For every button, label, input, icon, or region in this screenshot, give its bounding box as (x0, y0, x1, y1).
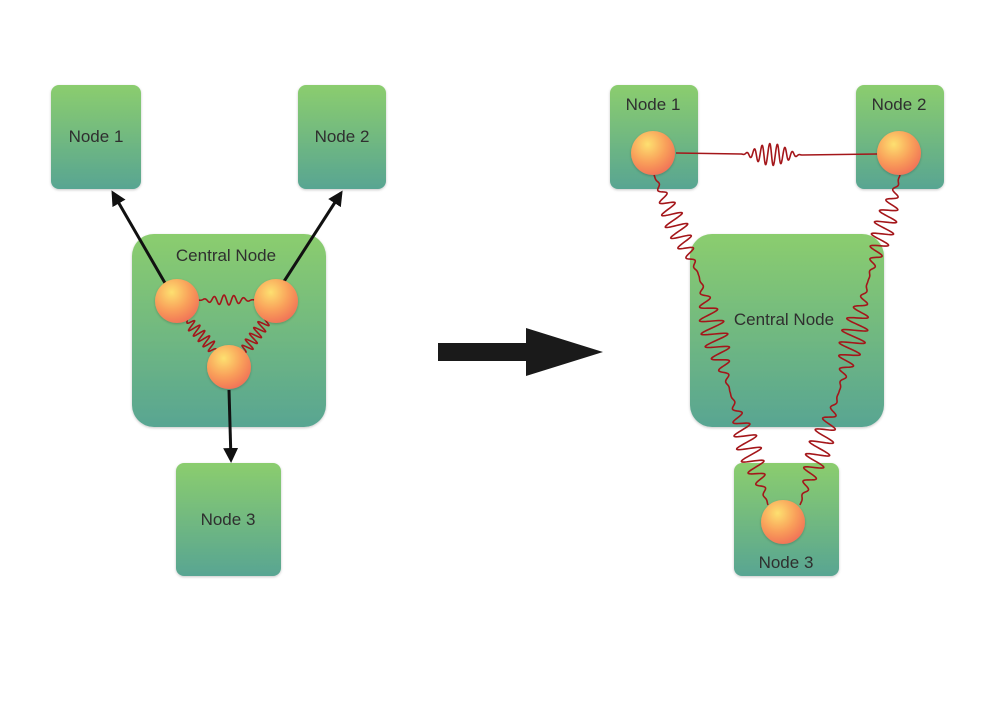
right-wave-right-2 (837, 280, 870, 393)
right-diagram: Node 1 Node 2 Central Node Node 3 (610, 85, 944, 576)
right-wave-left-2 (698, 275, 731, 393)
left-wave-right-down (241, 317, 270, 354)
left-sphere-a (155, 279, 199, 323)
right-wave-right-1 (867, 174, 901, 282)
right-wave-top (740, 142, 803, 167)
right-central-box (690, 234, 884, 427)
right-link-left-segment (675, 152, 742, 155)
right-link-right-segment (801, 153, 878, 156)
left-central-label: Central Node (176, 246, 276, 265)
left-diagram: Node 1 Node 2 Central Node Node 3 (51, 85, 386, 576)
left-node3-box (176, 463, 281, 576)
left-node2-label: Node 2 (315, 127, 370, 146)
right-node2-label: Node 2 (872, 95, 927, 114)
left-node3-label: Node 3 (201, 510, 256, 529)
left-node2-box (298, 85, 386, 189)
left-sphere-b (254, 279, 298, 323)
right-node1-label: Node 1 (626, 95, 681, 114)
left-arrow-to-node2 (281, 190, 343, 284)
left-wave-top (196, 294, 257, 306)
right-wave-left-3 (729, 391, 769, 506)
left-arrow-to-node3 (223, 389, 239, 463)
left-wave-left-down (186, 319, 217, 353)
right-central-label: Central Node (734, 310, 834, 329)
right-wave-right-3 (799, 391, 840, 506)
right-sphere-node3 (761, 500, 805, 544)
transition-arrow-shaft (438, 343, 530, 361)
transition-arrow (438, 328, 603, 376)
left-arrow-to-node1 (111, 190, 167, 284)
left-node1-box (51, 85, 141, 189)
right-sphere-node2 (877, 131, 921, 175)
right-sphere-node1 (631, 131, 675, 175)
right-node3-label: Node 3 (759, 553, 814, 572)
right-wave-left-1 (653, 174, 700, 277)
transition-arrow-head (526, 328, 603, 376)
left-node1-label: Node 1 (69, 127, 124, 146)
left-sphere-c (207, 345, 251, 389)
